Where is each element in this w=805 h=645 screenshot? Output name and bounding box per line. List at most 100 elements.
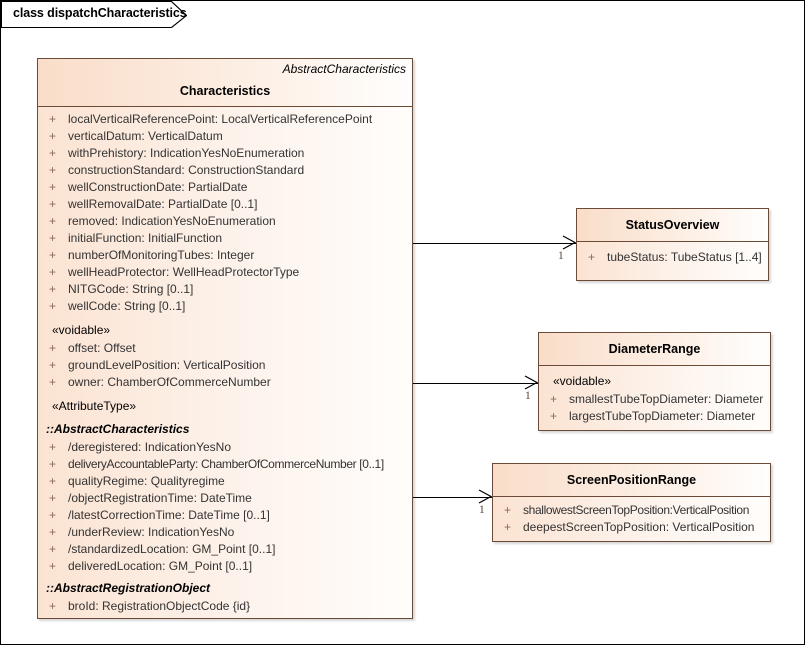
- visibility-marker: +: [49, 474, 57, 488]
- stereotype-row-voidable: «voidable»: [539, 372, 770, 391]
- visibility-marker: +: [49, 525, 57, 539]
- visibility-marker: +: [49, 599, 57, 613]
- connector-status-overview-line[interactable]: [413, 243, 576, 244]
- class-diameterrange-body: «voidable» + smallestTubeTopDiameter: Dia…: [539, 366, 770, 430]
- attribute-label: wellConstructionDate: PartialDate: [68, 180, 248, 194]
- inherited-section-label: ::AbstractCharacteristics: [46, 422, 190, 436]
- attribute-row[interactable]: + groundLevelPosition: VerticalPosition: [38, 357, 412, 374]
- attribute-row[interactable]: + deliveryAccountableParty: ChamberOfComm…: [38, 456, 412, 473]
- stereotype-label: «voidable»: [52, 323, 111, 337]
- attribute-label: smallestTubeTopDiameter: Diameter: [569, 392, 764, 406]
- attribute-label: numberOfMonitoringTubes: Integer: [68, 248, 255, 262]
- attribute-row[interactable]: +initialFunction: InitialFunction: [38, 230, 412, 247]
- visibility-marker: +: [49, 457, 57, 471]
- attribute-label: initialFunction: InitialFunction: [68, 231, 223, 245]
- inherited-section-label: ::AbstractRegistrationObject: [46, 581, 211, 595]
- connector-screen-position-range-line[interactable]: [413, 497, 492, 498]
- class-statusoverview-header: StatusOverview: [577, 209, 768, 242]
- visibility-marker: +: [504, 520, 512, 534]
- attribute-row[interactable]: +removed: IndicationYesNoEnumeration: [38, 213, 412, 230]
- connector-status-overview-multiplicity: 1: [558, 250, 564, 262]
- attribute-label: wellHeadProtector: WellHeadProtectorType: [68, 265, 300, 279]
- attribute-row[interactable]: +largestTubeTopDiameter: Diameter: [539, 408, 770, 425]
- visibility-marker: +: [49, 197, 57, 211]
- visibility-marker: +: [504, 503, 512, 517]
- attribute-row[interactable]: + deliveredLocation: GM_Point [0..1]: [38, 558, 412, 575]
- attribute-row[interactable]: + wellHeadProtector: WellHeadProtectorTyp…: [38, 264, 412, 281]
- attribute-label: wellCode: String [0..1]: [68, 299, 186, 313]
- attribute-row[interactable]: + tubeStatus: TubeStatus [1..4]: [577, 249, 768, 266]
- class-diameterrange-name: DiameterRange: [608, 342, 701, 356]
- attribute-row[interactable]: +/deregistered: IndicationYesNo: [38, 439, 412, 456]
- visibility-marker: +: [49, 265, 57, 279]
- attribute-row[interactable]: +qualityRegime: Qualityregime: [38, 473, 412, 490]
- attribute-row[interactable]: + shallowestScreenTopPosition:VerticalPos…: [493, 502, 770, 519]
- class-statusoverview[interactable]: StatusOverview + tubeStatus: TubeStatus […: [576, 208, 769, 281]
- attribute-row[interactable]: +withPrehistory: IndicationYesNoEnumerat…: [38, 145, 412, 162]
- class-diameterrange[interactable]: DiameterRange «voidable» + smallestTubeTo…: [538, 332, 771, 431]
- attribute-row[interactable]: + NITGCode: String [0..1]: [38, 281, 412, 298]
- attribute-row[interactable]: +/objectRegistrationTime: DateTime: [38, 490, 412, 507]
- attribute-row[interactable]: +broId: RegistrationObjectCode {id}: [38, 598, 412, 615]
- attribute-label: shallowestScreenTopPosition:VerticalPosi…: [523, 503, 750, 517]
- stereotype-row-voidable: «voidable»: [38, 321, 412, 340]
- attribute-label: tubeStatus: TubeStatus [1..4]: [607, 250, 762, 264]
- attribute-row[interactable]: +constructionStandard: ConstructionStand…: [38, 162, 412, 179]
- attribute-label: NITGCode: String [0..1]: [68, 282, 194, 296]
- visibility-marker: +: [588, 250, 596, 264]
- attribute-label: wellRemovalDate: PartialDate [0..1]: [68, 197, 258, 211]
- connector-status-overview-arrowhead: [562, 235, 576, 250]
- attribute-row[interactable]: + /standardizedLocation: GM_Point [0..1]: [38, 541, 412, 558]
- frame-tab-shape: [1, 1, 187, 28]
- attribute-row[interactable]: + wellCode: String [0..1]: [38, 298, 412, 315]
- class-characteristics-qualifier: AbstractCharacteristics: [282, 62, 406, 76]
- attribute-label: /standardizedLocation: GM_Point [0..1]: [68, 542, 276, 556]
- attribute-label: groundLevelPosition: VerticalPosition: [68, 358, 266, 372]
- attribute-row[interactable]: + deepestScreenTopPosition: VerticalPosit…: [493, 519, 770, 536]
- frame-tab-label: class dispatchCharacteristics: [13, 6, 187, 20]
- attribute-row[interactable]: +/latestCorrectionTime: DateTime [0..1]: [38, 507, 412, 524]
- visibility-marker: +: [49, 282, 57, 296]
- attribute-label: verticalDatum: VerticalDatum: [68, 129, 223, 143]
- inherited-section-abstractcharacteristics: ::AbstractCharacteristics: [38, 420, 412, 439]
- visibility-marker: +: [49, 440, 57, 454]
- visibility-marker: +: [49, 180, 57, 194]
- attribute-label: deliveredLocation: GM_Point [0..1]: [68, 559, 253, 573]
- attribute-label: deepestScreenTopPosition: VerticalPositi…: [523, 520, 755, 534]
- attribute-label: /latestCorrectionTime: DateTime [0..1]: [68, 508, 270, 522]
- attribute-row[interactable]: + owner: ChamberOfCommerceNumber: [38, 374, 412, 391]
- visibility-marker: +: [49, 163, 57, 177]
- attribute-label: owner: ChamberOfCommerceNumber: [68, 375, 271, 389]
- attribute-label: deliveryAccountableParty: ChamberOfComme…: [68, 457, 384, 471]
- visibility-marker: +: [49, 299, 57, 313]
- class-characteristics-name: Characteristics: [179, 84, 271, 98]
- attribute-row[interactable]: +offset: Offset: [38, 340, 412, 357]
- attribute-label: offset: Offset: [68, 341, 136, 355]
- visibility-marker: +: [550, 392, 558, 406]
- attribute-label: withPrehistory: IndicationYesNoEnumerati…: [68, 146, 305, 160]
- class-statusoverview-body: + tubeStatus: TubeStatus [1..4]: [577, 242, 768, 271]
- visibility-marker: +: [49, 358, 57, 372]
- class-screenpositionrange[interactable]: ScreenPositionRange + shallowestScreenTop…: [492, 463, 771, 542]
- attribute-row[interactable]: +numberOfMonitoringTubes: Integer: [38, 247, 412, 264]
- attribute-row[interactable]: +localVerticalReferencePoint: LocalVerti…: [38, 111, 412, 128]
- attribute-label: largestTubeTopDiameter: Diameter: [569, 409, 756, 423]
- connector-screen-position-range-multiplicity: 1: [479, 504, 485, 516]
- connector-diameter-range-line[interactable]: [413, 383, 538, 384]
- class-characteristics-header: AbstractCharacteristics Characteristics: [38, 59, 412, 107]
- attribute-label: localVerticalReferencePoint: LocalVertic…: [68, 112, 373, 126]
- class-diameterrange-header: DiameterRange: [539, 333, 770, 366]
- attribute-row[interactable]: + smallestTubeTopDiameter: Diameter: [539, 391, 770, 408]
- attribute-row[interactable]: + wellRemovalDate: PartialDate [0..1]: [38, 196, 412, 213]
- connector-screen-position-range-arrowhead: [478, 489, 492, 504]
- attribute-label: removed: IndicationYesNoEnumeration: [68, 214, 276, 228]
- attribute-row[interactable]: +verticalDatum: VerticalDatum: [38, 128, 412, 145]
- class-screenpositionrange-name: ScreenPositionRange: [566, 473, 697, 487]
- attribute-row[interactable]: + wellConstructionDate: PartialDate: [38, 179, 412, 196]
- attribute-row[interactable]: +/underReview: IndicationYesNo: [38, 524, 412, 541]
- class-characteristics[interactable]: AbstractCharacteristics Characteristics …: [37, 58, 413, 619]
- visibility-marker: +: [49, 375, 57, 389]
- visibility-marker: +: [49, 542, 57, 556]
- visibility-marker: +: [49, 559, 57, 573]
